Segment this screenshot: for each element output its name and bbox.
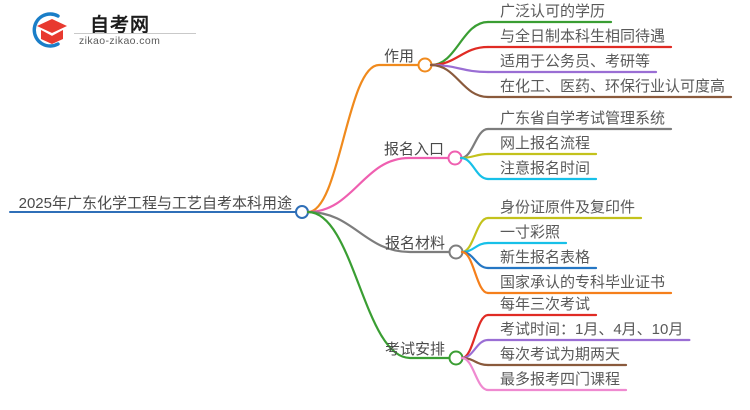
site-logo: 自考网 zikao-zikao.com (28, 8, 198, 52)
leaf-label-0-2: 适用于公务员、考研等 (500, 53, 651, 70)
leaf-label-2-2: 新生报名表格 (500, 249, 591, 266)
logo-divider (74, 33, 196, 34)
leaf-label-0-0: 广泛认可的学历 (500, 3, 606, 20)
leaf-label-1-0: 广东省自学考试管理系统 (500, 110, 666, 127)
branch-label-0: 作用 (383, 48, 414, 65)
leaf-label-3-1: 考试时间：1月、4月、10月 (500, 321, 684, 338)
branch-node-1[interactable] (447, 150, 463, 166)
branch-edge-1 (306, 156, 451, 214)
logo-cn-text: 自考网 (90, 15, 151, 36)
branch-edge-0 (306, 63, 421, 214)
branch-edge-2 (306, 210, 452, 254)
leaf-edge-2-1 (460, 241, 490, 254)
branch-label-1: 报名入口 (383, 141, 444, 158)
leaf-label-0-1: 与全日制本科生相同待遇 (500, 28, 666, 45)
branch-node-2[interactable] (448, 244, 464, 260)
leaf-edge-2-3 (460, 250, 490, 295)
leaf-edge-1-2 (459, 156, 490, 181)
leaf-label-3-2: 每次考试为期两天 (500, 346, 621, 363)
leaf-label-0-3: 在化工、医药、环保行业认可度高 (500, 78, 726, 95)
leaf-label-2-0: 身份证原件及复印件 (500, 199, 636, 216)
branch-node-3[interactable] (448, 350, 464, 366)
root-node[interactable] (295, 205, 309, 219)
leaf-label-3-0: 每年三次考试 (500, 296, 591, 313)
logo-wordmark: 自考网 zikao-zikao.com (74, 8, 198, 52)
branch-edge-3 (306, 210, 452, 360)
leaf-label-3-3: 最多报考四门课程 (500, 371, 621, 388)
leaf-edge-3-3 (460, 356, 490, 392)
branch-label-2: 报名材料 (384, 235, 445, 252)
leaf-label-2-3: 国家承认的专科毕业证书 (500, 274, 666, 291)
branch-label-3: 考试安排 (384, 341, 445, 358)
leaf-edge-3-0 (460, 313, 490, 360)
graduation-cap-logo-icon (32, 12, 67, 48)
leaf-label-2-1: 一寸彩照 (500, 224, 561, 241)
leaf-label-1-2: 注意报名时间 (500, 160, 591, 177)
branch-node-0[interactable] (417, 57, 433, 73)
root-label: 2025年广东化学工程与工艺自考本科用途 (18, 195, 292, 212)
leaf-edge-0-3 (429, 63, 490, 99)
logo-en-text: zikao-zikao.com (79, 35, 161, 47)
leaf-edge-0-0 (429, 20, 490, 67)
leaf-label-1-1: 网上报名流程 (500, 135, 591, 152)
